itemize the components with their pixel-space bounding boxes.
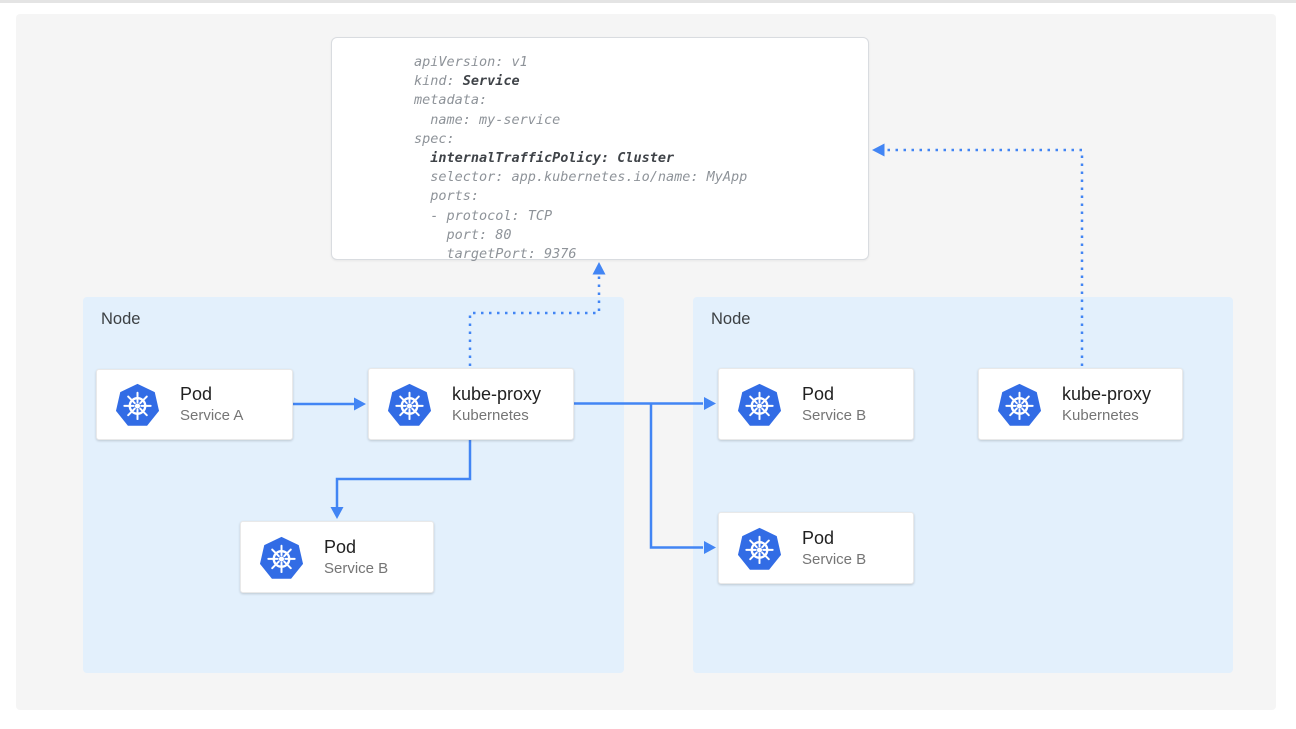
edge-kube-proxy-to-pod-b-left: [335, 440, 472, 507]
kubernetes-icon: [736, 381, 783, 428]
card-title: Pod: [802, 527, 835, 548]
arrowhead-into-pod-b-right-2: [704, 541, 716, 554]
yaml-segment: kind:: [414, 73, 463, 90]
node-box-right: Node: [693, 297, 1233, 673]
card-title: Pod: [180, 384, 213, 404]
edge-kube-proxy-to-pod-b-right-2: [649, 403, 703, 549]
arrowhead-into-pod-b-left: [330, 507, 344, 519]
yaml-line: kind: Service: [414, 72, 868, 91]
dotted-edge-kube-proxy-left-to-yaml: [468, 274, 601, 366]
yaml-segment: metadata:: [414, 92, 488, 109]
node-box-left: Node: [83, 297, 624, 673]
card-subtitle: Service A: [180, 407, 244, 424]
yaml-line: name: my-service: [414, 111, 868, 130]
yaml-segment: apiVersion: v1: [414, 54, 528, 70]
card-title: Pod: [324, 536, 357, 557]
yaml-segment: port: 80: [414, 226, 512, 243]
arrowhead-into-kube-proxy: [354, 397, 366, 411]
kubernetes-logo-graphic: [115, 383, 160, 426]
arrowhead-into-yaml-bottom: [592, 262, 606, 275]
yaml-segment: [414, 150, 430, 166]
kubernetes-icon: [736, 525, 783, 572]
node-label: Node: [711, 310, 751, 328]
card-kube-proxy-right: kube-proxy Kubernetes: [978, 368, 1183, 440]
yaml-line: port: 80: [414, 226, 868, 245]
arrowhead-into-pod-b-right-1: [704, 397, 716, 410]
yaml-segment: internalTrafficPolicy: Cluster: [430, 150, 675, 167]
card-title: kube-proxy: [452, 383, 542, 404]
yaml-segment: targetPort: 9376: [414, 246, 577, 263]
yaml-line: spec:: [414, 130, 868, 149]
card-title: Pod: [802, 383, 835, 404]
yaml-segment: Service: [462, 73, 520, 90]
arrowhead-into-yaml-right: [872, 143, 885, 157]
yaml-line: metadata:: [414, 91, 868, 110]
card-pod-service-b-right-2: Pod Service B: [718, 512, 914, 584]
yaml-line: targetPort: 9376: [414, 245, 868, 264]
diagram-panel: Node Node: [16, 14, 1276, 710]
yaml-segment: - protocol: TCP: [414, 207, 553, 224]
card-title: kube-proxy: [1062, 383, 1152, 404]
dotted-edge-kube-proxy-right-to-yaml: [884, 148, 1084, 366]
card-pod-service-b-right-1: Pod Service B: [718, 368, 914, 440]
yaml-segment: ports:: [414, 188, 480, 205]
card-subtitle: Service B: [324, 559, 389, 577]
yaml-segment: selector: app.kubernetes.io/name: MyApp: [414, 169, 748, 186]
kubernetes-logo-graphic: [997, 383, 1042, 426]
card-pod-service-a: Pod Service A: [96, 369, 293, 440]
card-kube-proxy-left: kube-proxy Kubernetes: [368, 368, 574, 440]
kubernetes-icon: [258, 534, 305, 581]
kubernetes-logo-graphic: [737, 383, 782, 426]
kubernetes-icon: [386, 381, 433, 428]
kubernetes-logo-graphic: [387, 383, 432, 426]
yaml-segment: spec:: [414, 130, 455, 147]
card-subtitle: Service B: [802, 550, 867, 568]
card-pod-service-b-left: Pod Service B: [240, 521, 434, 593]
top-divider-line: [0, 0, 1296, 3]
node-label: Node: [101, 310, 141, 328]
yaml-line: apiVersion: v1: [414, 53, 868, 72]
kubernetes-logo-graphic: [737, 527, 782, 570]
yaml-segment: name: my-service: [414, 111, 561, 128]
kubernetes-icon: [996, 381, 1043, 428]
card-subtitle: Service B: [802, 406, 867, 424]
yaml-line: - protocol: TCP: [414, 207, 868, 226]
kubernetes-logo-graphic: [259, 536, 304, 579]
yaml-line: ports:: [414, 187, 868, 206]
card-subtitle: Kubernetes: [452, 406, 529, 424]
card-subtitle: Kubernetes: [1062, 406, 1139, 424]
yaml-line: internalTrafficPolicy: Cluster: [414, 149, 868, 168]
kubernetes-icon: [114, 381, 161, 428]
yaml-line: selector: app.kubernetes.io/name: MyApp: [414, 168, 868, 187]
